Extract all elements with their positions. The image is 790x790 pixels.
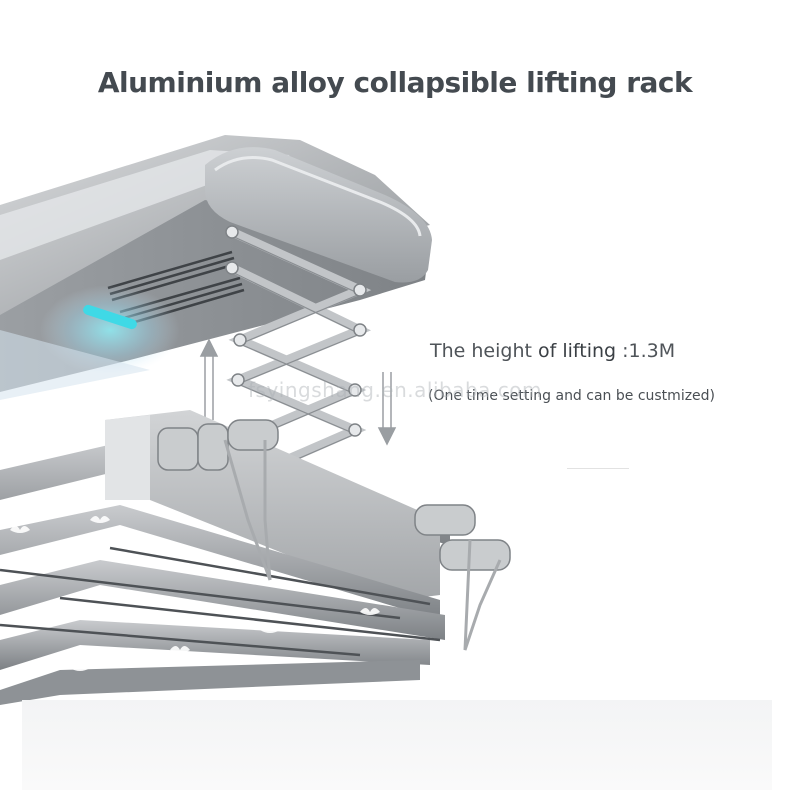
up-arrow-icon	[199, 338, 219, 420]
down-arrow-icon	[377, 372, 397, 446]
customization-note: (One time setting and can be custmized)	[428, 388, 716, 404]
caption-value: :1.3M	[616, 340, 676, 362]
headline: Aluminium alloy collapsible lifting rack	[97, 66, 693, 99]
caption-emphasis: of lifting	[537, 340, 617, 362]
lift-height-caption: The height of lifting :1.3M	[430, 340, 675, 362]
watermark: fsyingshang.en.alibaba.com	[248, 378, 542, 402]
drying-rack	[0, 410, 511, 705]
divider	[567, 468, 629, 469]
caption-lead: The height	[430, 340, 538, 362]
floor-reflection	[22, 700, 772, 790]
ceiling-unit	[0, 135, 432, 400]
